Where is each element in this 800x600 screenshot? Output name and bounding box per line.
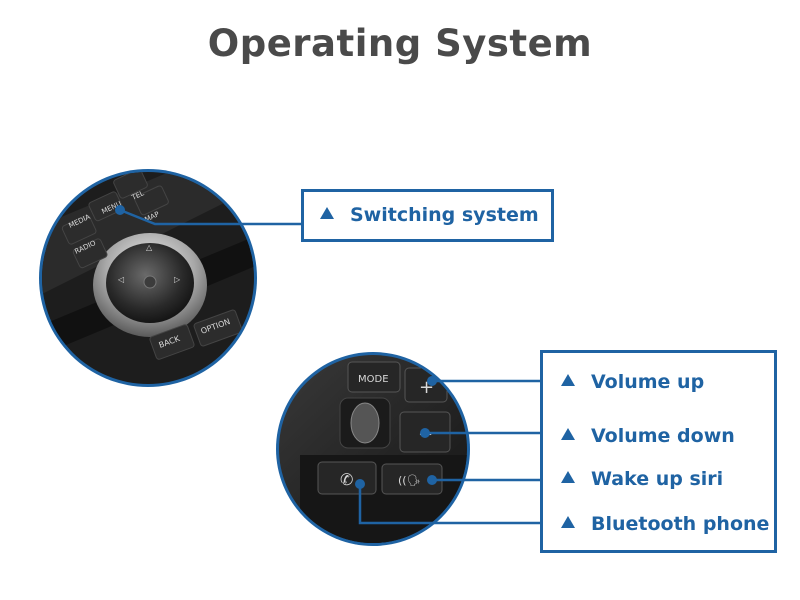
svg-text:▷: ▷ [174,275,181,284]
feature-wake-up-siri: Wake up siri [561,468,723,490]
feature-volume-down: Volume down [561,425,735,447]
triangle-icon [561,374,575,386]
switching-system-box: Switching system [301,189,554,242]
steering-wheel-buttons-image: MODE + − ✆ ((🗣 [276,352,470,546]
svg-text:((🗣: ((🗣 [398,474,421,487]
triangle-icon [561,516,575,528]
triangle-icon [320,207,334,219]
svg-text:MODE: MODE [358,374,389,385]
switching-system-label: Switching system [320,204,539,226]
connector-dots [115,205,437,489]
svg-text:△: △ [146,243,153,252]
feature-bluetooth-phone: Bluetooth phone [561,513,769,535]
svg-text:✆: ✆ [340,470,353,489]
svg-text:◁: ◁ [117,275,124,284]
idrive-controller-image: △ ▷ ◁ MEDIA MENU TEL RADIO MAP BACK OPTI… [39,169,257,387]
steering-features-box: Volume up Volume down Wake up siri Bluet… [540,350,777,553]
triangle-icon [561,428,575,440]
connector-lines [119,208,541,525]
triangle-icon [561,471,575,483]
feature-volume-up: Volume up [561,371,704,393]
page-title: Operating System [207,22,593,65]
